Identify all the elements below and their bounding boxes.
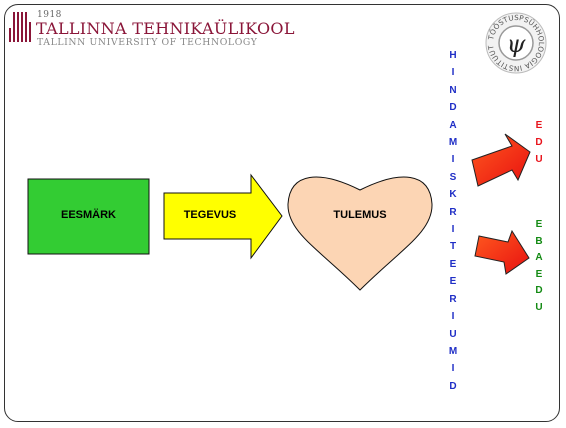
criteria-letter: M: [448, 137, 458, 149]
success-letter: E: [535, 120, 543, 131]
criteria-letter: U: [449, 328, 457, 340]
slide-frame: [4, 4, 560, 422]
institute-seal-icon: TÖÖSTUSPSÜHHOLOOGIA INSTITUUT ψ: [485, 12, 547, 74]
goal-box: [27, 178, 150, 255]
criteria-letter: E: [449, 258, 457, 270]
result-label: TULEMUS: [333, 209, 387, 221]
failure-letter: B: [535, 235, 543, 247]
criteria-letter: I: [451, 363, 455, 375]
result-heart: [287, 176, 433, 291]
success-letter: D: [535, 137, 543, 148]
university-name: TALLINNA TEHNIKAÜLIKOOL: [36, 19, 295, 38]
criteria-letter: A: [449, 119, 457, 131]
failure-letter: A: [535, 252, 543, 263]
criteria-letter: I: [451, 67, 455, 79]
university-name-english: TALLINN UNIVERSITY OF TECHNOLOGY: [37, 37, 258, 48]
criteria-letter: R: [449, 293, 457, 305]
seal-psi-symbol: ψ: [507, 30, 527, 58]
failure-letter: U: [535, 301, 543, 313]
criteria-letter: D: [449, 380, 457, 392]
criteria-letter: E: [449, 276, 457, 288]
criteria-letter: I: [451, 224, 455, 236]
activity-arrow: [163, 173, 283, 260]
success-arrow: [471, 133, 531, 187]
criteria-letter: N: [449, 84, 457, 96]
criteria-letter: K: [449, 189, 457, 201]
criteria-letter: R: [449, 206, 457, 218]
failure-letter: E: [535, 268, 543, 280]
criteria-letter: S: [449, 171, 457, 183]
failure-letter: E: [535, 219, 543, 230]
activity-label: TEGEVUS: [183, 209, 237, 221]
logo-year: 1918: [37, 10, 62, 20]
criteria-letter: M: [448, 345, 458, 357]
failure-arrow: [474, 229, 530, 275]
goal-label: EESMÄRK: [60, 209, 116, 221]
success-letter: U: [535, 154, 543, 165]
criteria-letter: D: [449, 102, 457, 114]
criteria-letter: I: [451, 311, 455, 323]
criteria-letter: H: [449, 50, 457, 61]
criteria-letter: T: [449, 241, 457, 253]
failure-letter: D: [535, 285, 543, 296]
criteria-letter: I: [451, 154, 455, 166]
